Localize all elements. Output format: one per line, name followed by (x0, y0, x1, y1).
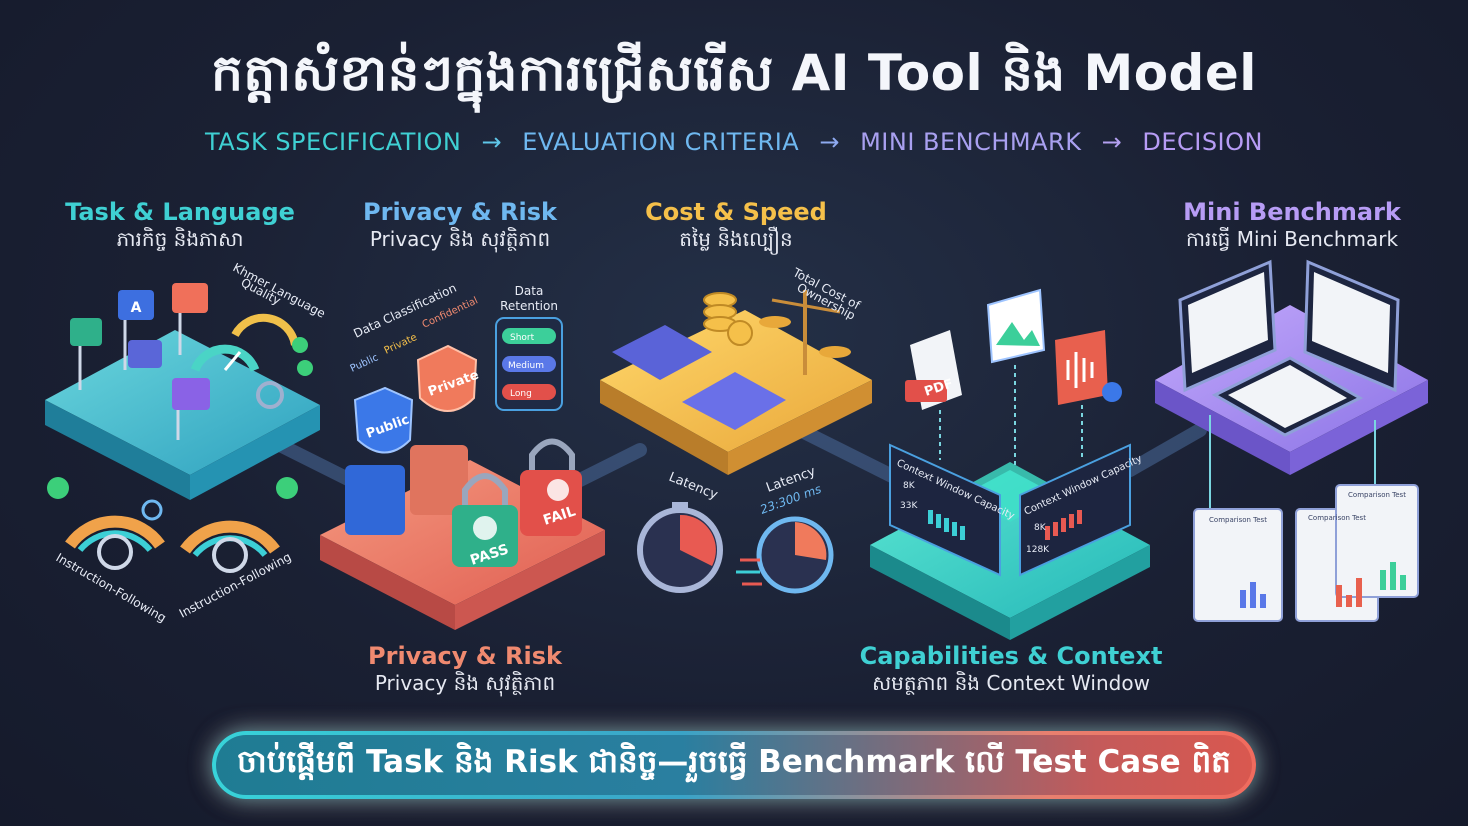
page-title: កត្តាសំខាន់ៗក្នុងការជ្រើសរើស AI Tool និង… (211, 44, 1257, 102)
gauge-icon (190, 344, 260, 372)
svg-text:A: A (131, 300, 142, 316)
report-card (1335, 484, 1419, 598)
check-icon (297, 360, 313, 376)
section-capabilities-context: Capabilities & Context សមត្ថភាព និង Cont… (856, 642, 1166, 700)
context-size-label: 8K (1034, 523, 1047, 533)
section-title: Privacy & Risk (363, 198, 557, 226)
platform-capabilities (870, 288, 1150, 640)
shield-icon (353, 386, 414, 454)
close-icon (547, 479, 569, 501)
context-size-label: 33K (900, 501, 918, 511)
flow-step-evaluation-criteria: EVALUATION CRITERIA (522, 128, 800, 156)
shield-icon (416, 344, 478, 412)
platform-task-language: A (45, 283, 320, 500)
report-card (1193, 508, 1283, 622)
section-mini-benchmark: Mini Benchmark ការធ្វើ Mini Benchmark (1152, 198, 1432, 256)
banner-text: ចាប់ផ្តើមពី Task និង Risk ជានិច្ច—រួចធ្វ… (237, 743, 1231, 780)
section-title: Privacy & Risk (368, 642, 562, 670)
retention-option-short: Short (510, 333, 535, 343)
section-subtitle: ភារកិច្ច និងភាសា (116, 227, 244, 251)
flow-arrow-icon: → (819, 128, 840, 156)
image-icon (986, 288, 1046, 364)
section-title: Task & Language (65, 198, 295, 226)
comparison-test-label: Comparison Test (1209, 516, 1267, 524)
gear-icon (97, 534, 133, 570)
section-cost-speed: Cost & Speed តម្លៃ និងល្បឿន (616, 198, 856, 256)
platform-cost-speed (600, 290, 872, 475)
instruction-following-label: Instruction-Following (54, 550, 169, 625)
flag-icon (172, 378, 210, 410)
gauge-icon (231, 313, 299, 346)
section-privacy-risk-top: Privacy & Risk Privacy និង សុវត្ថិភាព (340, 198, 580, 256)
coin-icon (727, 320, 753, 346)
gear-icon (212, 537, 248, 573)
instruction-following-label: Instruction-Following (177, 550, 294, 621)
data-retention-label: Retention (500, 299, 558, 313)
check-icon (47, 477, 69, 499)
context-panel-left (889, 443, 1001, 577)
flow-step-decision: DECISION (1142, 128, 1263, 156)
section-subtitle: តម្លៃ និងល្បឿន (679, 227, 793, 251)
flag-icon (70, 318, 102, 346)
retention-option-long: Long (510, 389, 532, 399)
calculator-icon (612, 325, 712, 380)
instruction-gauges (47, 477, 298, 573)
comparison-reports (1193, 484, 1419, 622)
section-task-language: Task & Language ភារកិច្ច និងភាសា (60, 198, 300, 256)
flow-arrow-icon: → (481, 128, 503, 156)
flow-step-task-specification: TASK SPECIFICATION (205, 128, 462, 156)
translate-flag-icon (118, 290, 154, 320)
key-takeaway-banner: ចាប់ផ្តើមពី Task និង Risk ជានិច្ច—រួចធ្វ… (212, 731, 1256, 799)
section-title: Mini Benchmark (1183, 198, 1401, 226)
banner-fill (216, 735, 1252, 795)
context-panel-right (1019, 443, 1131, 577)
comparison-test-label: Comparison Test (1308, 514, 1366, 522)
platform-mini-benchmark (1155, 259, 1428, 510)
flag-icon (128, 340, 162, 368)
check-icon (473, 516, 497, 540)
section-privacy-risk-bottom: Privacy & Risk Privacy និង សុវត្ថិភាព (340, 642, 590, 700)
gear-icon (141, 499, 163, 521)
latency-label: Latency (667, 470, 721, 503)
gauge-icon (65, 515, 165, 549)
gear-icon (256, 381, 284, 409)
context-size-label: 128K (1026, 545, 1050, 555)
calculator-icon (682, 372, 786, 430)
comparison-test-label: Comparison Test (1348, 491, 1406, 499)
check-icon (292, 337, 308, 353)
platform-privacy-risk (320, 317, 605, 630)
flow-step-mini-benchmark: MINI BENCHMARK (860, 128, 1082, 156)
gauge-icon (180, 520, 280, 554)
flag-icon (172, 283, 208, 313)
private-tag: Private (383, 332, 419, 357)
audio-icon (1055, 330, 1108, 405)
section-subtitle: Privacy និង សុវត្ថិភាព (369, 227, 551, 251)
section-subtitle: ការធ្វើ Mini Benchmark (1185, 227, 1399, 251)
section-title: Capabilities & Context (859, 642, 1163, 670)
flow-arrow-icon: → (1101, 128, 1123, 156)
context-size-label: 8K (903, 481, 916, 491)
retention-option-medium: Medium (508, 361, 544, 371)
check-icon (276, 477, 298, 499)
data-retention-label: Data (515, 284, 544, 298)
section-title: Cost & Speed (645, 198, 827, 226)
section-subtitle: សមត្ថភាព និង Context Window (872, 671, 1150, 695)
speaker-icon (1102, 382, 1122, 402)
public-tag: Public (349, 352, 380, 374)
process-flow: TASK SPECIFICATION → EVALUATION CRITERIA… (0, 128, 1468, 156)
latency-timers (637, 502, 834, 594)
section-subtitle: Privacy និង សុវត្ថិភាព (374, 671, 556, 695)
